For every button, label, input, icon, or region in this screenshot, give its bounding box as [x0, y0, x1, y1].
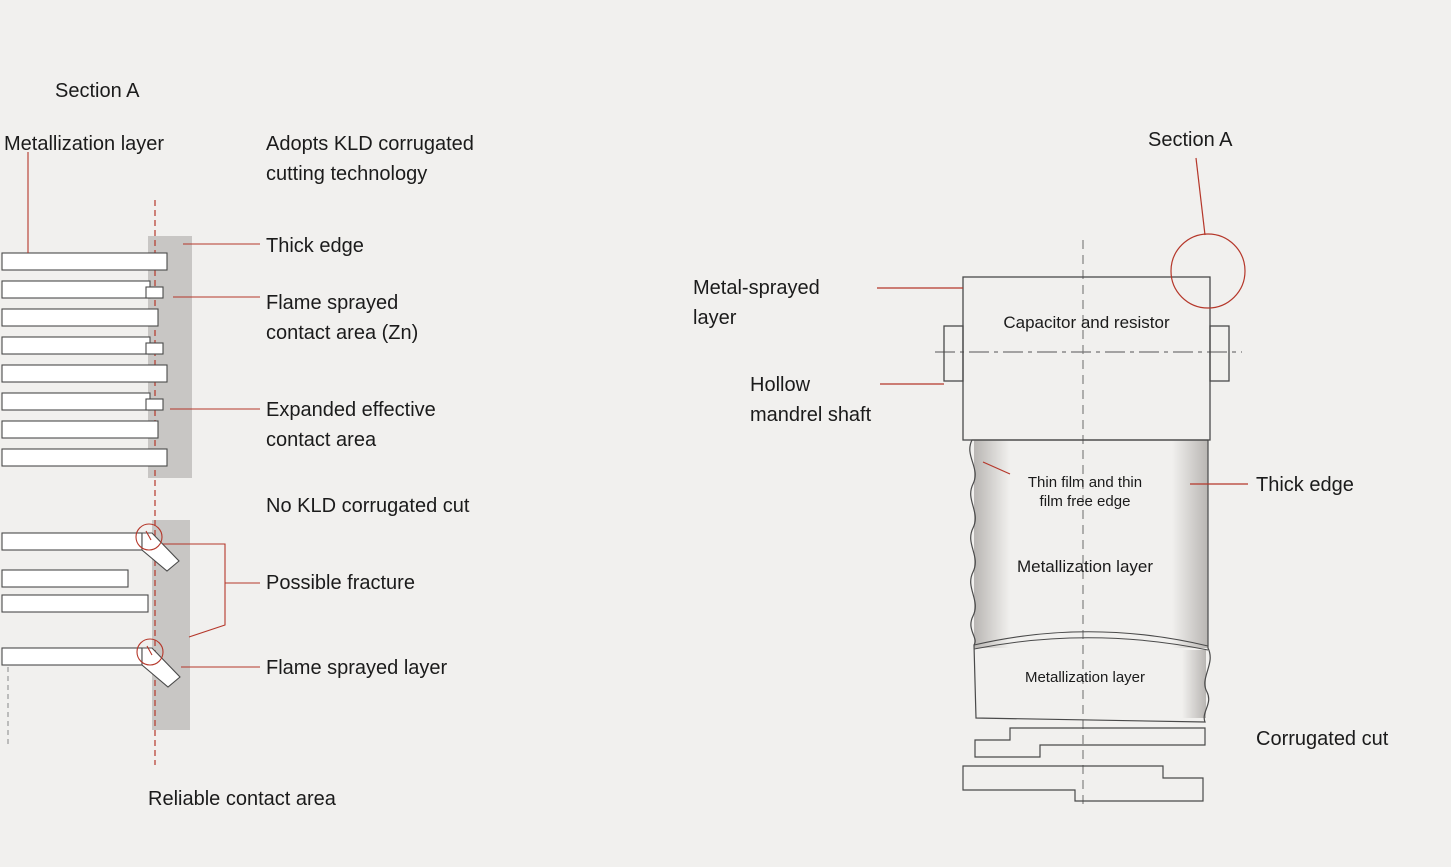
metallization-shade-left [974, 440, 1010, 648]
film-layers-lower [1, 532, 181, 688]
metallization-upper-label: Metallization layer [1016, 557, 1154, 576]
kld-header-label: Adopts KLD corrugated cutting technology [266, 129, 474, 189]
right-capacitor-diagram [877, 157, 1248, 808]
metallization-layer-label: Metallization layer [4, 133, 165, 155]
section-a-circle [1170, 233, 1246, 309]
hollow-mandrel-line1: Hollow [750, 374, 811, 396]
expanded-contact-label: Expanded effective contact area [266, 395, 436, 455]
left-section-title: Section A [55, 80, 140, 102]
right-leader-lines [877, 157, 1248, 485]
body-separation-arc [973, 631, 1209, 647]
flame-contact-label: Flame sprayed contact area (Zn) [266, 288, 418, 348]
winding-body-outline [969, 439, 1211, 723]
metal-sprayed-label: Metal-sprayed layer [693, 273, 820, 333]
left-leader-lines [27, 152, 260, 668]
corrugated-cut-profiles [962, 727, 1206, 802]
flame-contact-line2: contact area (Zn) [266, 322, 419, 344]
metallization-lower-label: Metallization layer [1024, 669, 1146, 686]
hollow-mandrel-label: Hollow mandrel shaft [750, 370, 871, 430]
left-cross-section-diagram [1, 152, 260, 765]
thin-film-line2: film free edge [1039, 493, 1131, 510]
possible-fracture-label: Possible fracture [266, 572, 415, 594]
hollow-mandrel-line2: mandrel shaft [750, 404, 872, 426]
leader-fracture-bracket [163, 543, 226, 638]
fracture-markers [135, 523, 164, 666]
film-layers-upper [1, 252, 168, 467]
thin-film-line1: Thin film and thin [1027, 474, 1143, 491]
kld-header-line2: cutting technology [266, 163, 428, 185]
no-kld-header-label: No KLD corrugated cut [266, 495, 470, 517]
kld-header-line1: Adopts KLD corrugated [266, 133, 474, 155]
metallization-shade-lower [1182, 650, 1206, 718]
bent-film-tip-upper [141, 532, 180, 572]
flame-sprayed-layer-label: Flame sprayed layer [266, 657, 448, 679]
expanded-contact-line1: Expanded effective [266, 399, 436, 421]
corrugated-cut-label: Corrugated cut [1256, 728, 1389, 750]
leader-thin-film [982, 461, 1011, 475]
leader-section-a [1195, 157, 1206, 236]
capacitor-resistor-label: Capacitor and resistor [1003, 313, 1170, 332]
reliable-contact-label: Reliable contact area [148, 788, 336, 810]
metallization-shade-right [1172, 440, 1208, 648]
expanded-contact-line2: contact area [266, 429, 377, 451]
metal-sprayed-line1: Metal-sprayed [693, 277, 820, 299]
metal-sprayed-line2: layer [693, 307, 737, 329]
mandrel-tab-right [1209, 325, 1230, 382]
thin-film-label: Thin film and thin film free edge [1000, 473, 1170, 511]
body-separation-arc-2 [973, 637, 1209, 651]
flame-contact-line1: Flame sprayed [266, 292, 399, 314]
thick-edge-label-right: Thick edge [1256, 474, 1354, 496]
thick-edge-label-left: Thick edge [266, 235, 364, 257]
right-section-title: Section A [1148, 129, 1233, 151]
mandrel-tab-left [943, 325, 964, 382]
